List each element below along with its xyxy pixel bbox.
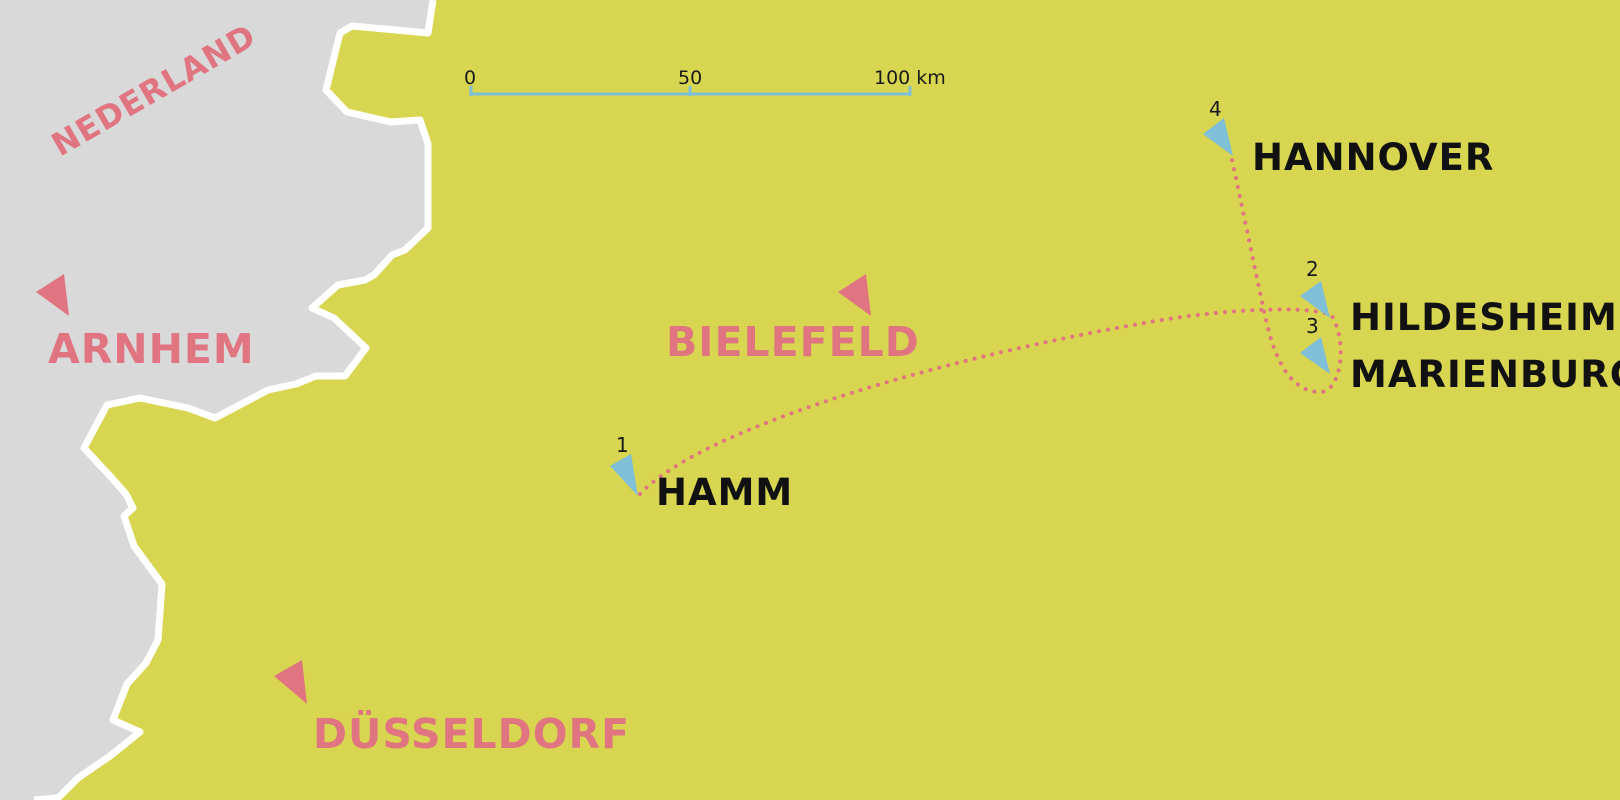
scale-bar: 0 50 100 km [464,67,946,96]
flag-marker-icon [1300,281,1330,318]
city-marker-bielefeld: BIELEFELD [666,274,920,366]
scale-label-50: 50 [678,67,702,89]
city-marker-arnhem: ARNHEM [36,274,255,373]
stop-number: 3 [1306,314,1319,338]
stop-number: 4 [1209,97,1222,121]
route-stop-marienburg: 3 MARIENBURG [1300,314,1620,396]
flag-marker-icon [274,660,307,704]
flag-marker-icon [838,274,871,316]
flag-marker-icon [1203,118,1233,156]
city-label-dusseldorf: DÜSSELDORF [313,710,630,758]
stop-label-hamm: HAMM [656,471,793,514]
route-stop-hamm: 1 HAMM [610,433,793,514]
scale-label-100-km: 100 km [874,67,946,89]
city-label-arnhem: ARNHEM [48,325,255,373]
stop-number: 2 [1306,257,1319,281]
route-line [638,158,1343,496]
netherlands-land [0,0,433,800]
stop-label-hildesheim: HILDESHEIM [1350,296,1618,339]
flag-marker-icon [36,274,69,316]
city-label-bielefeld: BIELEFELD [666,318,920,366]
border-line [33,0,437,800]
city-marker-dusseldorf: DÜSSELDORF [274,660,630,758]
route-stop-hildesheim: 2 HILDESHEIM [1300,257,1618,339]
flag-marker-icon [1300,337,1330,374]
stop-label-marienburg: MARIENBURG [1350,353,1620,396]
stop-label-hannover: HANNOVER [1252,136,1494,179]
stop-number: 1 [616,433,629,457]
route-stop-hannover: 4 HANNOVER [1203,97,1494,179]
scale-label-0: 0 [464,67,476,89]
flag-marker-icon [610,454,638,496]
